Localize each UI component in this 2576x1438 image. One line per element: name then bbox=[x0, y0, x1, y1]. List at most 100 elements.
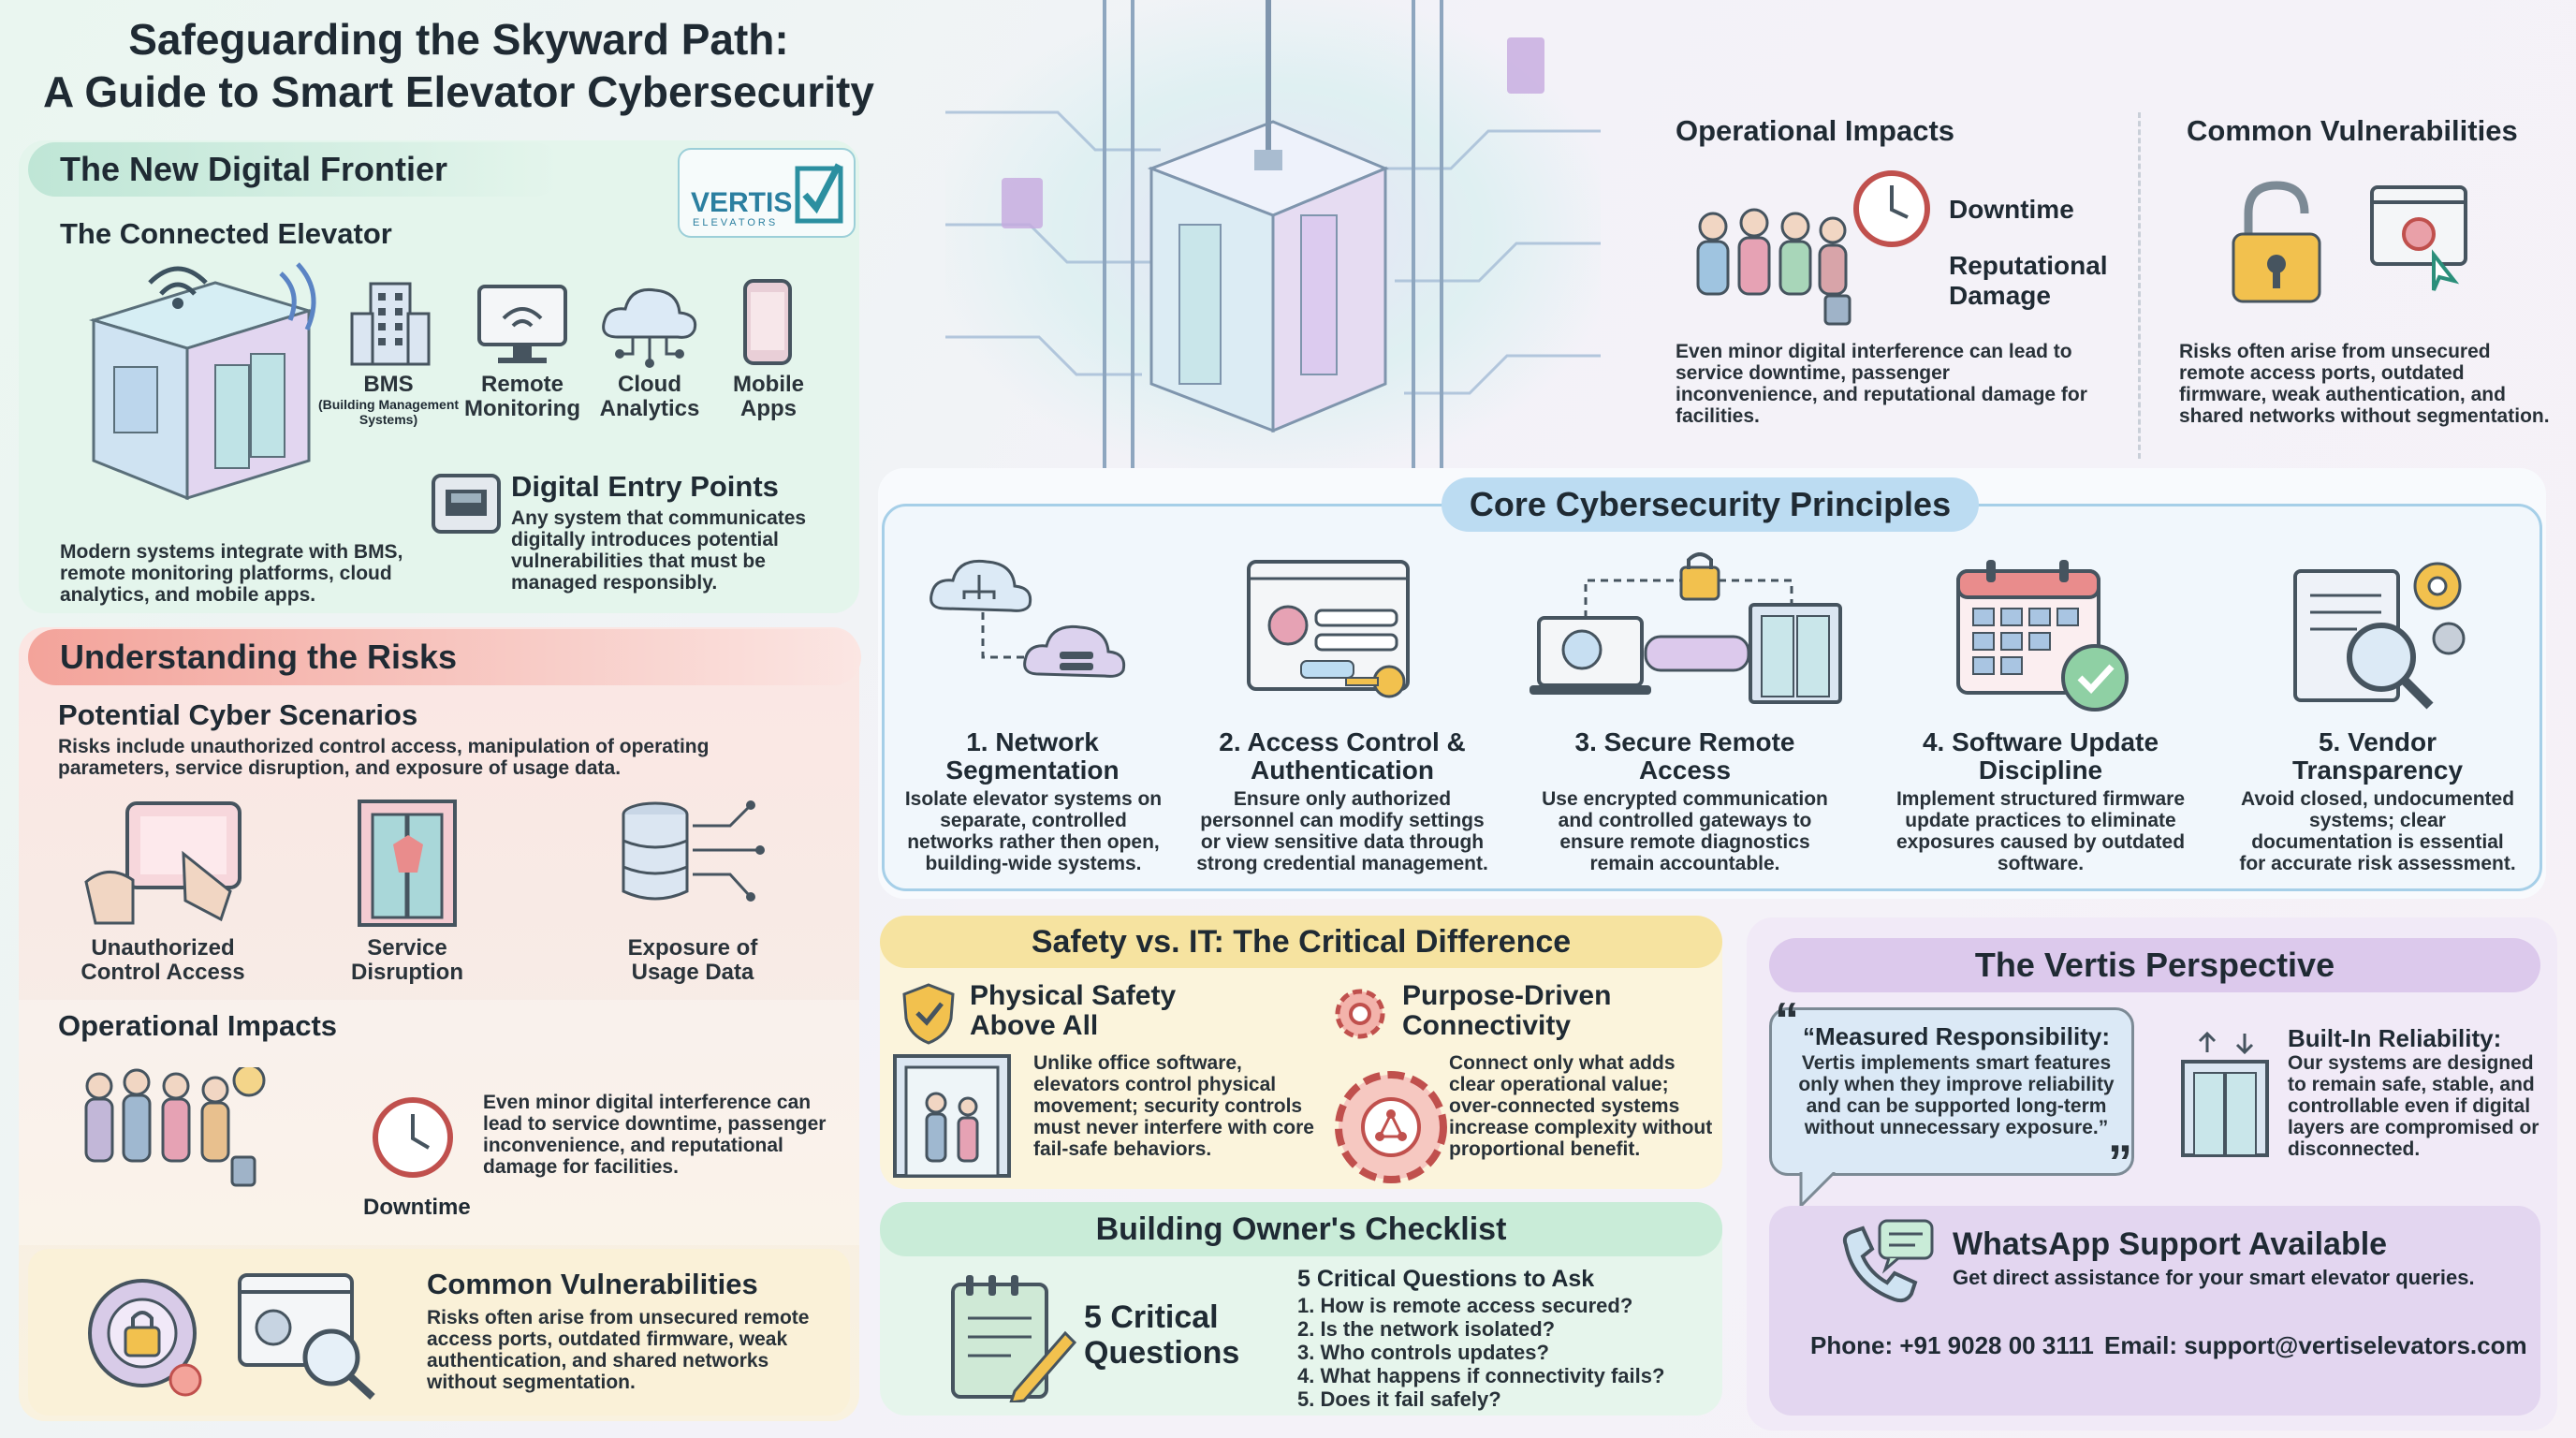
integration-bms-sub: (Building Management Systems) bbox=[317, 397, 460, 427]
scenario-exposure: Exposure of Usage Data bbox=[627, 935, 758, 985]
risks-impacts-text: Even minor digital interference can lead… bbox=[483, 1092, 827, 1178]
safety-left-text: Unlike office software, elevators contro… bbox=[1033, 1052, 1314, 1160]
scenarios-title: Potential Cyber Scenarios bbox=[58, 698, 418, 731]
top-impacts-title: Operational Impacts bbox=[1676, 114, 1955, 147]
safety-heading: Safety vs. IT: The Critical Difference bbox=[880, 916, 1722, 968]
support-email[interactable]: Email: support@vertiselevators.com bbox=[2104, 1331, 2527, 1359]
elevator-arrows-icon bbox=[2181, 1031, 2269, 1157]
principle-4-title: 4. Software Update Discipline bbox=[1922, 727, 2159, 785]
checklist-questions: 1. How is remote access secured? 2. Is t… bbox=[1297, 1294, 1709, 1411]
monitor-icon bbox=[477, 285, 567, 363]
risks-vuln-title: Common Vulnerabilities bbox=[427, 1268, 758, 1300]
access-control-icon bbox=[1247, 560, 1410, 698]
support-sub: Get direct assistance for your smart ele… bbox=[1953, 1266, 2475, 1289]
checklist-notepad-icon bbox=[951, 1275, 1076, 1402]
clock-icon bbox=[1853, 170, 1930, 247]
people-group-icon bbox=[1696, 208, 1852, 326]
entry-points-text: Any system that communicates digitally i… bbox=[511, 507, 807, 594]
reliability-title: Built-In Reliability: bbox=[2288, 1024, 2502, 1052]
calendar-check-icon bbox=[1956, 560, 2129, 712]
support-title: WhatsApp Support Available bbox=[1953, 1226, 2388, 1262]
integration-remote-label: Remote Monitoring bbox=[464, 372, 580, 421]
connected-gear-icon bbox=[1335, 1071, 1447, 1183]
mobile-icon bbox=[743, 279, 792, 365]
checklist-list-title: 5 Critical Questions to Ask bbox=[1297, 1266, 1595, 1292]
checklist-question-1: 1. How is remote access secured? bbox=[1297, 1294, 1633, 1317]
database-icon bbox=[622, 800, 765, 902]
padlock-icon bbox=[2232, 181, 2321, 303]
principle-5-text: Avoid closed, undocumented systems; clea… bbox=[2239, 788, 2516, 874]
risks-downtime-label: Downtime bbox=[363, 1195, 471, 1220]
checklist-question-4: 4. What happens if connectivity fails? bbox=[1297, 1364, 1665, 1387]
connected-elevator-icon bbox=[88, 262, 316, 501]
reliability-text: Our systems are designed to remain safe,… bbox=[2288, 1052, 2539, 1160]
crowd-icon bbox=[84, 1067, 266, 1187]
principle-4-text: Implement structured firmware update pra… bbox=[1895, 788, 2186, 874]
scenario-service: Service Disruption bbox=[351, 935, 463, 985]
principle-1-title: 1. Network Segmentation bbox=[945, 727, 1120, 785]
network-segmentation-icon bbox=[929, 559, 1126, 678]
title-line-2: A Guide to Smart Elevator Cybersecurity bbox=[43, 67, 874, 116]
shield-check-icon bbox=[902, 983, 955, 1045]
logo-sub: ELEVATORS bbox=[693, 217, 779, 228]
quote-text: Vertis implements smart features only wh… bbox=[1798, 1052, 2115, 1138]
frontier-caption: Modern systems integrate with BMS, remot… bbox=[60, 541, 403, 606]
principle-3-title: 3. Secure Remote Access bbox=[1574, 727, 1795, 785]
principle-2-text: Ensure only authorized personnel can mod… bbox=[1196, 788, 1488, 874]
safety-left-title: Physical Safety Above All bbox=[970, 980, 1177, 1041]
logo-check-icon bbox=[795, 163, 843, 224]
integration-mobile-label: Mobile Apps bbox=[733, 372, 804, 421]
cloud-icon bbox=[602, 287, 697, 368]
quote-open-mark: “ bbox=[1775, 993, 1799, 1048]
scenarios-text: Risks include unauthorized control acces… bbox=[58, 736, 710, 779]
elevator-passengers-icon bbox=[893, 1054, 1011, 1178]
elevator-door-icon bbox=[358, 800, 457, 927]
quote-close-mark: ” bbox=[2108, 1136, 2132, 1190]
quote-title: “Measured Responsibility: bbox=[1803, 1022, 2110, 1050]
elevator-shaft-graphic bbox=[945, 0, 1601, 468]
risks-impacts-title: Operational Impacts bbox=[58, 1009, 338, 1042]
vertis-heading: The Vertis Perspective bbox=[1769, 938, 2540, 992]
quote-bubble bbox=[1769, 1007, 2134, 1176]
gear-lock-icon bbox=[88, 1279, 202, 1397]
scenario-unauthorized: Unauthorized Control Access bbox=[80, 935, 245, 985]
risks-vuln-text: Risks often arise from unsecured remote … bbox=[427, 1307, 810, 1393]
gear-icon bbox=[1335, 989, 1385, 1039]
principles-heading: Core Cybersecurity Principles bbox=[1442, 477, 1979, 532]
checklist-question-2: 2. Is the network isolated? bbox=[1297, 1317, 1556, 1341]
document-magnifier-icon bbox=[2293, 562, 2466, 710]
principle-5-title: 5. Vendor Transparency bbox=[2291, 727, 2464, 785]
whatsapp-icon bbox=[1842, 1219, 1934, 1303]
top-divider bbox=[2138, 112, 2141, 459]
vertis-logo: VERTIS ELEVATORS bbox=[678, 148, 856, 238]
window-magnifier-icon bbox=[238, 1273, 375, 1400]
risks-heading: Understanding the Risks bbox=[28, 629, 861, 685]
building-icon bbox=[350, 282, 431, 366]
frontier-heading: The New Digital Frontier bbox=[28, 142, 562, 197]
principle-3-text: Use encrypted communication and controll… bbox=[1542, 788, 1828, 874]
top-impact-downtime: Downtime bbox=[1949, 195, 2074, 224]
checklist-badge: 5 Critical Questions bbox=[1084, 1299, 1240, 1371]
connected-elevator-title: The Connected Elevator bbox=[60, 217, 392, 250]
principle-2-title: 2. Access Control & Authentication bbox=[1219, 727, 1466, 785]
top-impact-reputation: Reputational Damage bbox=[1949, 251, 2108, 310]
quote-bubble-tail bbox=[1799, 1172, 1837, 1210]
settings-window-icon bbox=[2370, 185, 2467, 291]
integration-cloud-label: Cloud Analytics bbox=[599, 372, 700, 421]
checklist-question-5: 5. Does it fail safely? bbox=[1297, 1387, 1501, 1411]
page-title: Safeguarding the Skyward Path: A Guide t… bbox=[28, 13, 889, 118]
checklist-heading: Building Owner's Checklist bbox=[880, 1202, 1722, 1256]
risks-clock-icon bbox=[373, 1097, 453, 1178]
network-port-icon bbox=[432, 474, 501, 534]
top-impacts-text: Even minor digital interference can lead… bbox=[1676, 341, 2087, 427]
logo-text: VERTIS bbox=[691, 187, 793, 218]
tablet-hand-icon bbox=[84, 801, 242, 925]
checklist-question-3: 3. Who controls updates? bbox=[1297, 1341, 1549, 1364]
hero-elevator-illustration bbox=[945, 0, 1601, 468]
top-vuln-text: Risks often arise from unsecured remote … bbox=[2179, 341, 2550, 427]
support-phone[interactable]: Phone: +91 9028 00 3111 bbox=[1810, 1331, 2094, 1359]
entry-points-title: Digital Entry Points bbox=[511, 470, 779, 503]
secure-remote-access-icon bbox=[1530, 552, 1842, 704]
safety-right-text: Connect only what adds clear operational… bbox=[1449, 1052, 1713, 1160]
integration-bms-label: BMS bbox=[363, 372, 414, 397]
